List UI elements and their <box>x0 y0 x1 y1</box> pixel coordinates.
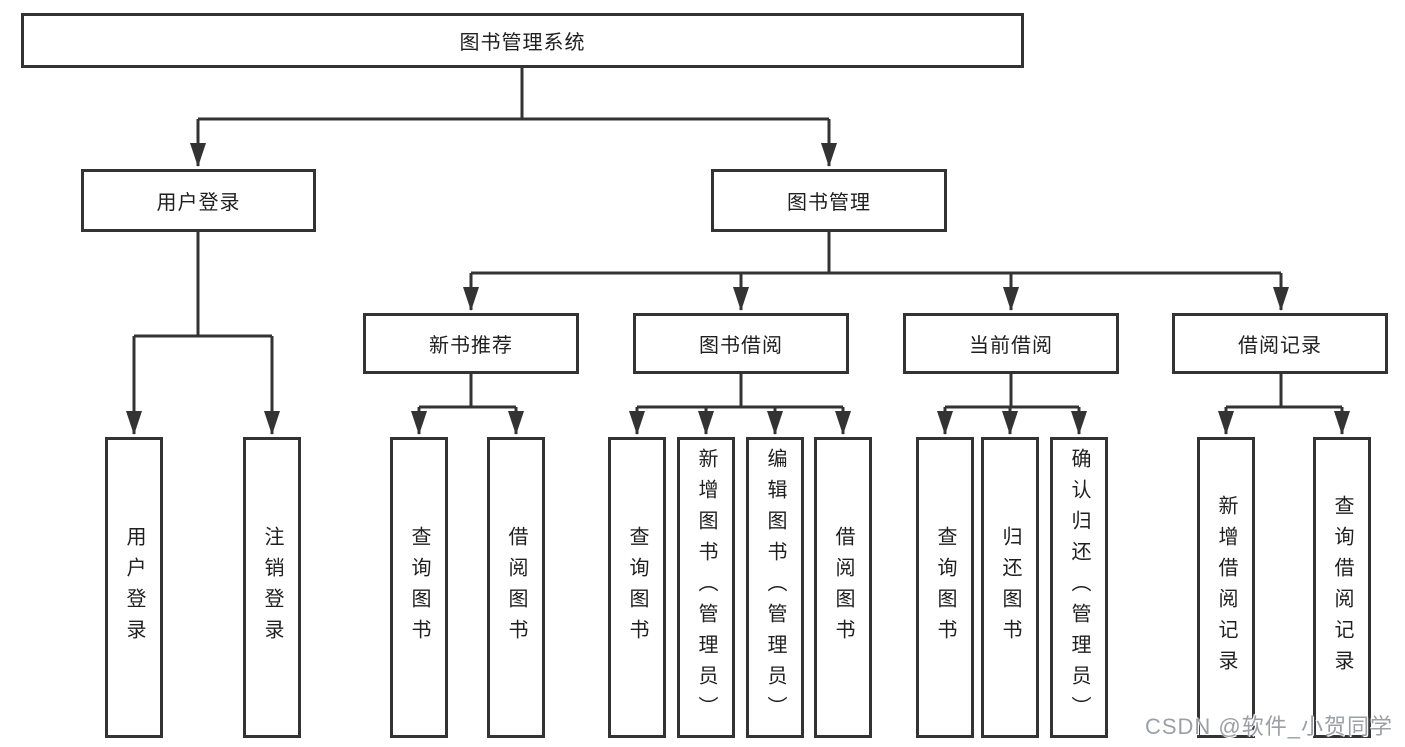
node-user-login-label: 用户登录 <box>156 192 241 214</box>
leaf-query-borrow-record: 查询借阅记录 <box>1313 437 1371 738</box>
leaf-add-borrow-record-label: 新增借阅记录 <box>1215 494 1237 681</box>
node-borrowing-records: 借阅记录 <box>1172 313 1388 374</box>
node-new-book-recommendation-label: 新书推荐 <box>429 335 513 357</box>
node-book-management-label: 图书管理 <box>787 192 871 214</box>
node-root-label: 图书管理系统 <box>459 32 586 54</box>
leaf-query-books-borrowing-label: 查询图书 <box>626 525 648 650</box>
leaf-query-books-current: 查询图书 <box>916 437 974 738</box>
leaf-add-borrow-record: 新增借阅记录 <box>1197 437 1255 738</box>
node-book-borrowing: 图书借阅 <box>633 313 849 374</box>
node-root-system: 图书管理系统 <box>21 13 1024 68</box>
node-new-book-recommendation: 新书推荐 <box>363 313 579 374</box>
node-user-login: 用户登录 <box>81 169 316 232</box>
leaf-confirm-return-admin: 确认归还（管理员） <box>1050 437 1108 738</box>
node-current-borrowing-label: 当前借阅 <box>969 335 1053 357</box>
csdn-watermark: CSDN @软件_小贺同学 <box>1144 714 1393 739</box>
leaf-query-books-recommend: 查询图书 <box>390 437 448 738</box>
leaf-query-borrow-record-label: 查询借阅记录 <box>1331 494 1353 681</box>
leaf-confirm-return-admin-label: 确认归还（管理员） <box>1068 448 1090 727</box>
leaf-query-books-borrowing: 查询图书 <box>608 437 666 738</box>
leaf-add-books-admin: 新增图书（管理员） <box>677 437 735 738</box>
leaf-edit-books-admin-label: 编辑图书（管理员） <box>764 448 786 727</box>
leaf-add-books-admin-label: 新增图书（管理员） <box>695 448 717 727</box>
leaf-return-books-label: 归还图书 <box>999 525 1021 650</box>
leaf-user-login-label: 用户登录 <box>123 525 145 650</box>
node-current-borrowing: 当前借阅 <box>903 313 1119 374</box>
leaf-logout-login: 注销登录 <box>243 437 301 738</box>
leaf-logout-login-label: 注销登录 <box>261 525 283 650</box>
leaf-query-books-current-label: 查询图书 <box>934 525 956 650</box>
leaf-borrow-books-recommend-label: 借阅图书 <box>505 525 527 650</box>
node-borrowing-records-label: 借阅记录 <box>1238 335 1322 357</box>
leaf-edit-books-admin: 编辑图书（管理员） <box>746 437 804 738</box>
leaf-query-books-recommend-label: 查询图书 <box>408 525 430 650</box>
node-book-borrowing-label: 图书借阅 <box>699 335 783 357</box>
leaf-borrow-books-borrowing-label: 借阅图书 <box>832 525 854 650</box>
leaf-borrow-books-borrowing: 借阅图书 <box>814 437 872 738</box>
leaf-user-login: 用户登录 <box>105 437 163 738</box>
leaf-return-books: 归还图书 <box>981 437 1039 738</box>
node-book-management: 图书管理 <box>711 169 947 232</box>
leaf-borrow-books-recommend: 借阅图书 <box>487 437 545 738</box>
